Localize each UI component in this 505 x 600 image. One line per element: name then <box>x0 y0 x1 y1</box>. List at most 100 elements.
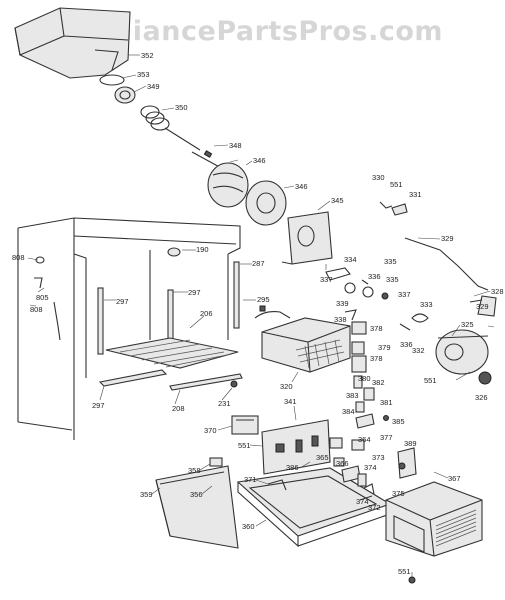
label-338: 338 <box>334 315 347 324</box>
label-350: 350 <box>175 103 188 112</box>
housing-387 <box>385 481 483 557</box>
label-375: 375 <box>392 489 405 498</box>
label-287: 287 <box>252 259 265 268</box>
label-341: 341 <box>284 397 297 406</box>
label-365: 365 <box>316 453 329 462</box>
label-808b: 808 <box>30 305 43 314</box>
label-333: 333 <box>420 300 433 309</box>
label-206: 206 <box>200 309 213 318</box>
label-374a: 374 <box>364 463 377 472</box>
label-346a: 346 <box>253 156 266 165</box>
label-378a: 378 <box>370 324 383 333</box>
label-364: 364 <box>358 435 371 444</box>
label-329a: 329 <box>441 234 454 243</box>
parts-371-374 <box>267 473 375 501</box>
label-551c: 551 <box>238 441 251 450</box>
label-360: 360 <box>242 522 255 531</box>
label-320: 320 <box>280 382 293 391</box>
label-383: 383 <box>346 391 359 400</box>
harness-295 <box>254 305 291 319</box>
label-378b: 378 <box>370 354 383 363</box>
label-325: 325 <box>461 320 474 329</box>
label-339: 339 <box>336 299 349 308</box>
label-190: 190 <box>196 245 209 254</box>
label-326: 326 <box>475 393 488 402</box>
small-parts-334-337 <box>325 267 389 300</box>
label-359: 359 <box>140 490 153 499</box>
bushing-349 <box>114 86 136 104</box>
label-208: 208 <box>172 404 185 413</box>
label-379: 379 <box>378 343 391 352</box>
column-parts-378-385 <box>351 355 389 429</box>
label-356: 356 <box>190 490 203 499</box>
label-358: 358 <box>188 466 201 475</box>
label-366: 366 <box>336 459 349 468</box>
label-370: 370 <box>204 426 217 435</box>
shelf-206 <box>105 337 239 369</box>
label-335b: 335 <box>386 275 399 284</box>
label-373: 373 <box>372 453 385 462</box>
rail-297-bottom <box>98 369 168 387</box>
label-334: 334 <box>344 255 357 264</box>
clip-328 <box>469 295 497 317</box>
freezer-cabinet <box>17 217 241 440</box>
rail-208 <box>169 373 243 391</box>
label-389: 389 <box>404 439 417 448</box>
leader-lines <box>27 54 495 577</box>
label-551b: 551 <box>424 376 437 385</box>
screw-231 <box>230 380 238 388</box>
auger-346 <box>207 162 249 208</box>
ice-cover-352 <box>14 7 131 79</box>
label-377: 377 <box>380 433 393 442</box>
label-551a: 551 <box>390 180 403 189</box>
ring-353 <box>99 74 125 86</box>
label-297a: 297 <box>116 297 129 306</box>
label-295: 295 <box>257 295 270 304</box>
label-349: 349 <box>147 82 160 91</box>
rail-287-right <box>233 261 240 329</box>
label-380: 380 <box>358 374 371 383</box>
label-348: 348 <box>229 141 242 150</box>
gear-326 <box>478 371 492 385</box>
bracket-330-331 <box>379 201 408 216</box>
mounting-plate-345 <box>281 211 333 265</box>
label-231: 231 <box>218 399 231 408</box>
rod-329 <box>404 237 489 291</box>
label-385: 385 <box>392 417 405 426</box>
label-808a: 808 <box>12 253 25 262</box>
label-336b: 336 <box>400 340 413 349</box>
label-297c: 297 <box>92 401 105 410</box>
part-labels: 352 353 349 350 348 346 346 345 330 551 … <box>12 51 504 576</box>
label-805: 805 <box>36 293 49 302</box>
label-381: 381 <box>380 398 393 407</box>
label-331: 331 <box>409 190 422 199</box>
light-190 <box>167 247 181 257</box>
label-352: 352 <box>141 51 154 60</box>
label-330: 330 <box>372 173 385 182</box>
parts-338-339 <box>344 309 367 355</box>
ice-maker-320 <box>261 317 351 373</box>
label-328: 328 <box>491 287 504 296</box>
cover-359 <box>155 465 239 549</box>
label-384: 384 <box>342 407 355 416</box>
part-370 <box>231 415 259 435</box>
label-329b: 329 <box>476 302 489 311</box>
label-335a: 335 <box>384 257 397 266</box>
label-374b: 374 <box>356 497 369 506</box>
motor-325 <box>435 329 489 375</box>
control-board-341 <box>261 419 331 475</box>
label-337a: 337 <box>320 275 333 284</box>
auger-346b <box>245 180 287 226</box>
label-367: 367 <box>448 474 461 483</box>
label-345: 345 <box>331 196 344 205</box>
label-346b: 346 <box>295 182 308 191</box>
label-371: 371 <box>244 475 257 484</box>
label-372: 372 <box>368 503 381 512</box>
label-386: 386 <box>286 463 299 472</box>
spring-350 <box>140 105 201 151</box>
switch-389 <box>397 447 417 479</box>
screw-551-bottom <box>408 576 416 584</box>
label-353: 353 <box>137 70 150 79</box>
label-297b: 297 <box>188 288 201 297</box>
